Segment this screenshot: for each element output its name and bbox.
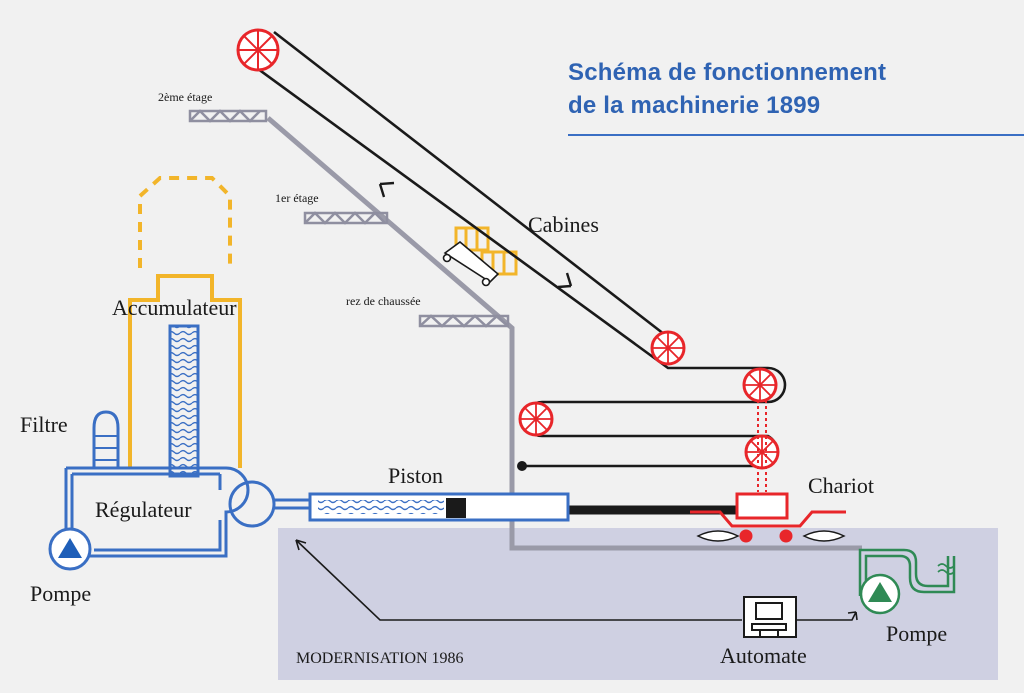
pump-left-icon xyxy=(48,527,92,571)
accumulator xyxy=(128,176,242,468)
platform-rez xyxy=(418,314,510,328)
pulley-left-icon xyxy=(518,401,554,437)
pulley-top-icon xyxy=(236,28,280,72)
floor-platforms xyxy=(188,109,510,328)
pulley-right-upper-icon xyxy=(742,367,778,403)
chariot-rails xyxy=(696,530,846,542)
platform-2eme-etage xyxy=(188,109,268,123)
piston-cylinder xyxy=(308,492,570,522)
label-filtre: Filtre xyxy=(20,412,68,437)
label-cabines: Cabines xyxy=(528,212,599,237)
title-line-1: Schéma de fonctionnement xyxy=(568,59,887,86)
label-automate: Automate xyxy=(720,643,807,668)
label-piston: Piston xyxy=(388,463,444,488)
label-accumulateur: Accumulateur xyxy=(112,295,237,320)
cabin-carriage xyxy=(442,240,500,287)
platform-1er-etage xyxy=(303,211,389,225)
arrow-down-icon xyxy=(557,272,573,289)
label-2eme-etage: 2ème étage xyxy=(158,90,213,104)
label-pompe-right: Pompe xyxy=(886,621,948,646)
label-regulateur: Régulateur xyxy=(95,497,192,522)
pump-right-icon xyxy=(858,548,956,615)
pulley-mid-icon xyxy=(650,330,686,366)
pulleys xyxy=(236,28,780,470)
label-rez: rez de chaussée xyxy=(346,294,421,308)
arrow-up-icon xyxy=(378,181,395,198)
regulator xyxy=(64,466,310,558)
chariot xyxy=(690,492,846,543)
automate-links xyxy=(295,539,858,621)
label-1er-etage: 1er étage xyxy=(275,191,319,205)
tower-structure xyxy=(266,116,862,551)
automate-computer-icon xyxy=(743,596,797,638)
pulley-right-lower-icon xyxy=(744,434,780,470)
cable-anchor xyxy=(517,461,527,471)
filter-icon xyxy=(92,410,120,468)
label-chariot: Chariot xyxy=(808,473,874,498)
title-line-2: de la machinerie 1899 xyxy=(568,92,821,119)
diagram-title: Schéma de fonctionnement de la machineri… xyxy=(568,56,886,122)
label-pompe-left: Pompe xyxy=(30,581,92,606)
accumulator-column xyxy=(168,324,200,478)
label-modernisation: MODERNISATION 1986 xyxy=(296,650,464,667)
